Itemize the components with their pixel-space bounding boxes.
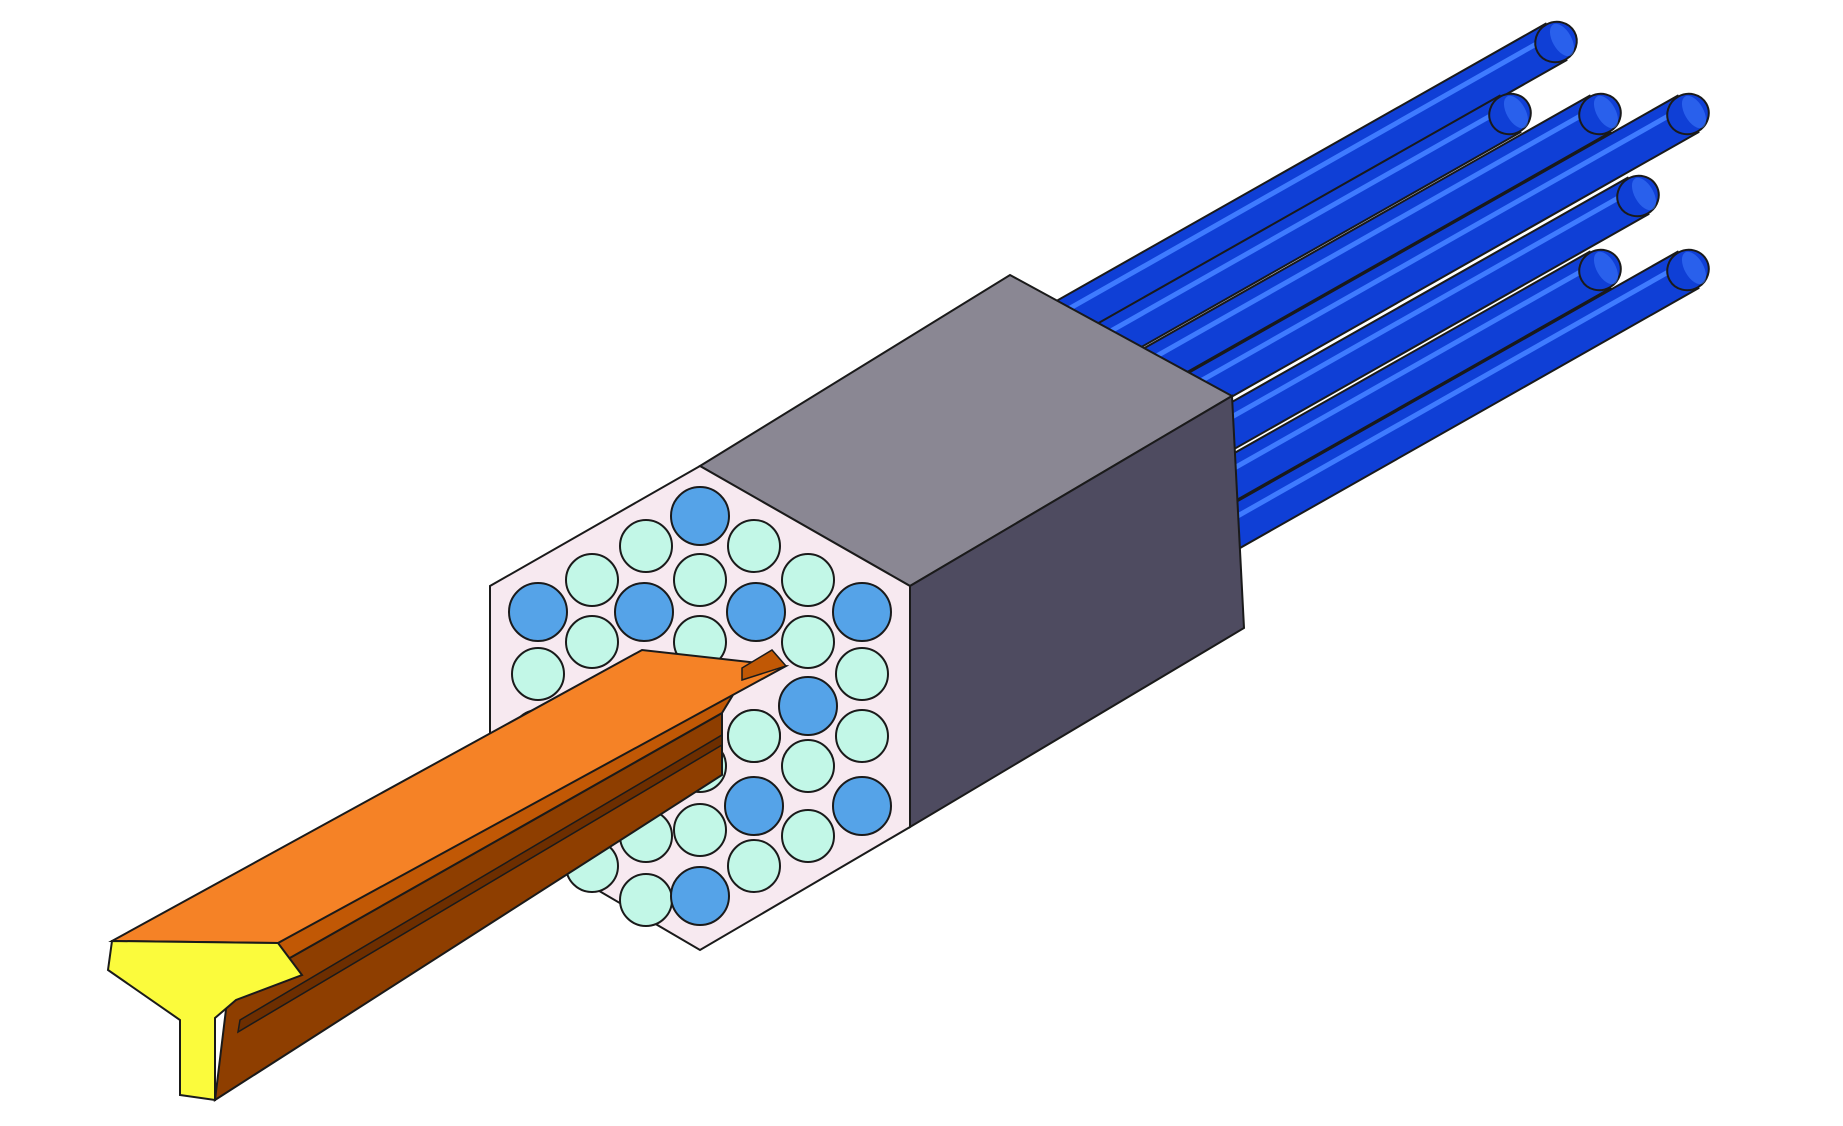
small-channel-10: [835, 647, 889, 701]
small-channel-3: [565, 553, 619, 607]
small-channel-22: [673, 803, 727, 857]
large-channel-8: [724, 776, 784, 836]
rod-cap-shine: [1503, 95, 1529, 129]
small-channel-16: [781, 739, 835, 793]
small-channel-4: [673, 553, 727, 607]
y-shaped-blade-group: [106, 648, 790, 1102]
small-channel-5: [781, 553, 835, 607]
rod-cap-shine: [1681, 95, 1707, 129]
small-channel-1: [619, 519, 673, 573]
rod-cap-shine: [1593, 251, 1619, 285]
large-channel-3: [614, 582, 674, 642]
rod-cap-shine: [1681, 251, 1707, 285]
large-channel-1: [670, 486, 730, 546]
blade-back-end: [741, 649, 788, 682]
rod-cap-shine: [1593, 95, 1619, 129]
large-channel-7: [832, 776, 892, 836]
small-channel-21: [619, 873, 673, 927]
small-channel-13: [835, 709, 889, 763]
large-channel-5: [832, 582, 892, 642]
large-channel-2: [508, 582, 568, 642]
small-channel-6: [511, 647, 565, 701]
rod-cap-shine: [1549, 23, 1575, 57]
small-channel-2: [727, 519, 781, 573]
blade-y-end-face: [106, 939, 304, 1102]
small-channel-20: [727, 839, 781, 893]
large-channel-9: [670, 866, 730, 926]
large-channel-4: [726, 582, 786, 642]
small-channel-18: [781, 809, 835, 863]
channel-pattern-group: [508, 486, 892, 927]
small-channel-7: [565, 615, 619, 669]
small-channel-14: [727, 709, 781, 763]
blade-groove: [236, 733, 723, 1034]
rod-cap-shine: [1631, 177, 1657, 211]
large-channel-6: [778, 676, 838, 736]
small-channel-9: [781, 615, 835, 669]
